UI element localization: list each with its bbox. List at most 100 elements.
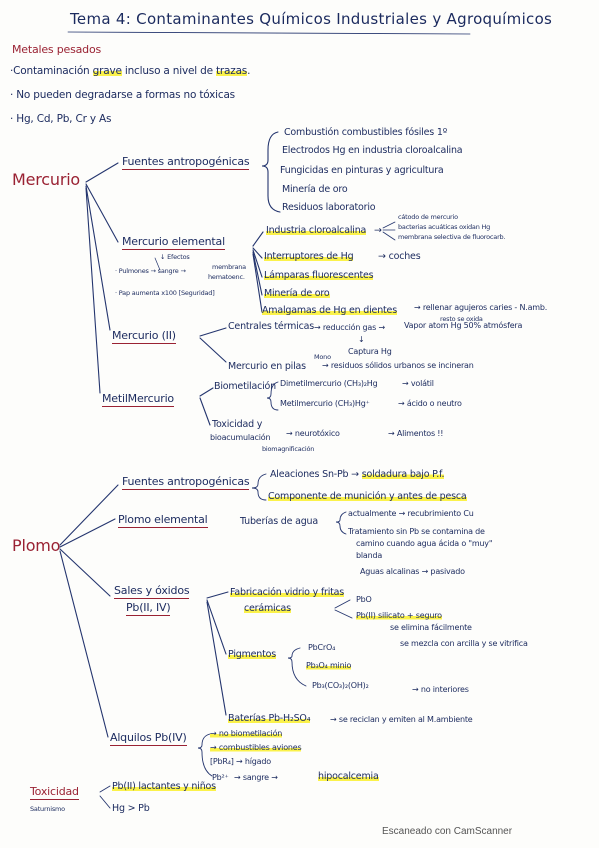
mercurio-en-pilas: Mercurio en pilas [228, 361, 306, 372]
metilmercurio-label: MetilMercurio [102, 392, 174, 407]
sales-oxidos-node: Sales y óxidos [114, 584, 190, 599]
baterias: Baterías Pb-H₂SO₄ [228, 713, 311, 724]
alimentos: → Alimentos !! [388, 429, 444, 438]
se-elimina: se elimina fácilmente [390, 623, 472, 632]
captura-hg: Captura Hg [348, 347, 392, 356]
mercurio-fuente-item-2: Electrodos Hg en industria cloroalcalina [282, 145, 463, 156]
toxicidad-label: Toxicidad [30, 785, 79, 800]
camino-note: camino cuando agua ácida o "muy" [356, 539, 493, 548]
baterias-note: → se reciclan y emiten al M.ambiente [330, 715, 473, 724]
ceramicas: cerámicas [244, 603, 291, 614]
minio: Pb₃O₄ minio [306, 661, 352, 670]
bioacumulacion: bioacumulación [210, 433, 271, 442]
industria-cloroalcalina: Industria cloroalcalina [266, 225, 367, 236]
metilmercurio-ion: Metilmercurio (CH₃)Hg⁺ [280, 399, 370, 408]
sangre-arrow: → sangre → [234, 773, 278, 782]
componente-municion: Componente de munición y antes de pesca [268, 491, 467, 502]
alquilos-node: Alquilos Pb(IV) [110, 731, 187, 746]
aleaciones-text: Aleaciones Sn-Pb → [270, 469, 362, 480]
metales-line-1-highlight-trazas: trazas [215, 65, 248, 77]
mercurio-node: Mercurio [12, 170, 81, 189]
cloro-note-1: cátodo de mercurio [398, 213, 458, 221]
toxicidad-y: Toxicidad y [212, 419, 263, 430]
metilmercurio-node: MetilMercurio [102, 392, 174, 407]
sales-oxidos-sub: Pb(II, IV) [126, 601, 171, 616]
toxicidad-node: Toxicidad [30, 785, 79, 800]
toxicidad-item-2: Hg > Pb [112, 803, 150, 814]
plomo-elemental-node: Plomo elemental [118, 513, 208, 528]
interruptores-note: → coches [378, 251, 421, 262]
carbonato-basico: Pb₃(CO₃)₂(OH)₂ [312, 681, 369, 690]
plomo-fuentes-label: Fuentes antropogénicas [122, 475, 250, 490]
neurotoxico: → neurotóxico [286, 429, 340, 438]
blanda-note: blanda [356, 551, 383, 560]
efectos-label: ↓ Efectos [160, 254, 190, 261]
vapor-atom: Vapor atom Hg 50% atmósfera [404, 321, 523, 330]
pb2-ion: Pb²⁺ [212, 773, 229, 782]
alquilos-item-3: [PbR₄] → hígado [210, 757, 271, 766]
sales-oxidos-sub-label: Pb(II, IV) [126, 601, 171, 616]
efectos-text: Efectos [167, 253, 190, 261]
pap-note: · Pap aumenta x100 [Seguridad] [115, 289, 215, 297]
pilas-over-note: Mono [314, 353, 331, 361]
mercurio-ii-label: Mercurio (II) [112, 329, 176, 344]
amalgamas-note: → rellenar agujeros caries - N.amb. [414, 303, 548, 312]
aguas-alcalinas: Aguas alcalinas → pasivado [360, 567, 465, 576]
tratamiento-note: Tratamiento sin Pb se contamina de [348, 527, 485, 536]
alquilos-item-1: → no biometilación [210, 729, 283, 738]
mineria-oro-hg: Minería de oro [264, 288, 330, 299]
pilas-note: → residuos sólidos urbanos se incineran [322, 361, 474, 370]
tuberias-agua: Tuberías de agua [240, 516, 318, 527]
efectos-arrow: ↓ [160, 253, 166, 261]
metales-line-1: ·Contaminación grave incluso a nivel de … [10, 65, 251, 77]
mercurio-fuentes-node: Fuentes antropogénicas [122, 155, 250, 170]
metales-line-2: · No pueden degradarse a formas no tóxic… [10, 89, 235, 101]
mercurio-fuente-item-5: Residuos laboratorio [282, 202, 376, 213]
se-mezcla: se mezcla con arcilla y se vitrifica [400, 639, 528, 648]
metales-heading: Metales pesados [12, 43, 102, 56]
captura-arrow: ↓ [358, 335, 365, 344]
metilhg-note: → ácido o neutro [398, 399, 462, 408]
mercurio-fuente-item-1: Combustión combustibles fósiles 1º [284, 127, 447, 138]
actualmente-note: actualmente → recubrimiento Cu [348, 509, 474, 518]
interruptores-hg: Interruptores de Hg [264, 251, 354, 262]
pbo: PbO [356, 595, 372, 604]
mercurio-fuentes-label: Fuentes antropogénicas [122, 155, 250, 170]
soldadura-highlight: soldadura bajo P.f. [361, 469, 445, 480]
aleaciones-line: Aleaciones Sn-Pb → soldadura bajo P.f. [270, 469, 445, 480]
reduccion-gas: → reducción gas → [314, 323, 385, 332]
plomo-fuentes-node: Fuentes antropogénicas [122, 475, 250, 490]
plomo-node: Plomo [12, 536, 61, 555]
camscanner-watermark: Escaneado con CamScanner [382, 826, 513, 837]
biomagnificacion: biomagnificación [262, 445, 315, 453]
no-interiores: → no interiores [412, 685, 469, 694]
mercurio-elemental-node: Mercurio elemental [122, 235, 225, 250]
lamparas-fluorescentes: Lámparas fluorescentes [264, 270, 374, 281]
pigmentos: Pigmentos [228, 649, 276, 660]
cloro-note-2: bacterias acuáticas oxidan Hg [398, 223, 491, 231]
hipocalcemia: hipocalcemia [318, 771, 379, 782]
biometilacion: Biometilación [214, 381, 276, 392]
metales-line-1-b: incluso a nivel de [121, 65, 216, 77]
plomo-elemental-label: Plomo elemental [118, 513, 208, 528]
toxicidad-item-1: Pb(II) lactantes y niños [112, 781, 216, 792]
sales-oxidos-label: Sales y óxidos [114, 584, 190, 599]
pulmones-note: · Pulmones → sangre → [115, 267, 186, 275]
page-title: Tema 4: Contaminantes Químicos Industria… [70, 10, 553, 28]
hematoenc-note: hematoenc. [208, 273, 245, 281]
membrana-note: membrana [212, 263, 246, 271]
cloroalcalina-arrow: → [374, 225, 382, 236]
metales-line-1-highlight-grave: grave [92, 65, 122, 77]
metales-line-3: · Hg, Cd, Pb, Cr y As [10, 113, 112, 125]
saturnismo: Saturnismo [30, 805, 65, 813]
mercurio-fuente-item-4: Minería de oro [282, 184, 348, 195]
dimetilmercurio: Dimetilmercurio (CH₃)₂Hg [280, 379, 378, 388]
cloro-note-3: membrana selectiva de fluorocarb. [398, 233, 506, 241]
pbcro4: PbCrO₄ [308, 643, 336, 652]
metales-line-1-c: . [247, 65, 251, 77]
amalgamas-note-2: resto se oxida [440, 315, 483, 323]
amalgamas-hg: Amalgamas de Hg en dientes [262, 305, 397, 316]
dimetil-note: → volátil [402, 379, 434, 388]
